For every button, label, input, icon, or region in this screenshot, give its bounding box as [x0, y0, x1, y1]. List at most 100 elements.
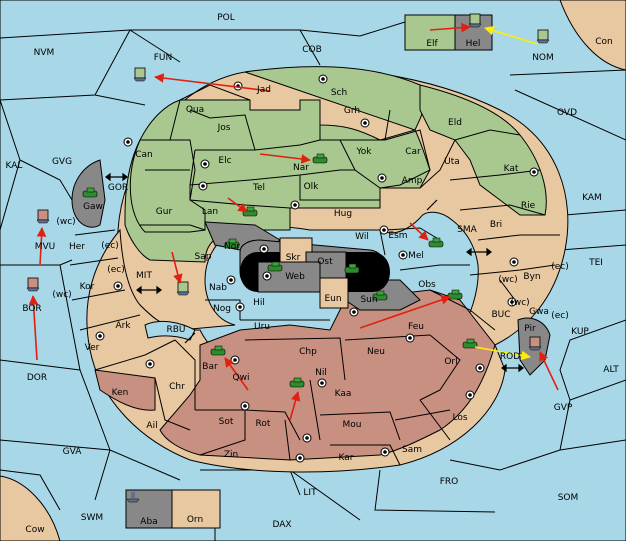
province-label-feu: Feu — [408, 322, 424, 332]
province-label-wil: Wil — [355, 232, 369, 242]
province-label-qua: Qua — [186, 105, 204, 115]
province-label-con: Con — [595, 37, 613, 47]
province-label-bor: BOR — [22, 304, 41, 314]
province-label-aba: Aba — [140, 517, 157, 527]
province-label-eld: Eld — [448, 118, 462, 128]
army-unit — [82, 187, 98, 198]
province-label-amp: Amp — [402, 176, 423, 186]
province-borders — [69, 84, 560, 466]
province-label-mou: Mou — [343, 420, 362, 430]
supply-center-zin — [295, 453, 305, 463]
land-green-core — [129, 139, 206, 233]
supply-center-kaa — [317, 378, 327, 388]
coast-tag-label: (wc) — [52, 290, 71, 300]
province-label-olk: Olk — [304, 182, 320, 192]
province-label-ark: Ark — [115, 321, 131, 331]
sea-label-cob: COB — [302, 45, 322, 55]
supply-center-yok — [377, 173, 387, 183]
province-label-car: Car — [405, 147, 421, 157]
province-label-obs: Obs — [418, 280, 436, 290]
province-label-mel: Mel — [408, 251, 424, 261]
inlet-rbu — [144, 320, 196, 341]
province-label-sch: Sch — [331, 88, 347, 98]
army-unit — [428, 237, 444, 248]
army-unit — [267, 261, 283, 272]
supply-center-nog — [235, 302, 245, 312]
sea-label-kup: KUP — [571, 327, 589, 337]
supply-center-kor — [113, 281, 123, 291]
supply-center-mel — [398, 250, 408, 260]
fleet-unit — [528, 336, 542, 351]
supply-center-sch — [318, 74, 328, 84]
province-label-kat: Kat — [504, 164, 519, 174]
coast-tag-label: (wc) — [56, 217, 75, 227]
coast-tag-label: (ec) — [101, 241, 119, 251]
sea-label-alt: ALT — [603, 365, 619, 375]
sea-label-rod: ROD — [500, 352, 520, 362]
sea-label-kal: KAL — [6, 161, 23, 171]
army-unit — [210, 345, 226, 356]
fleet-unit — [468, 13, 482, 28]
province-label-skr: Skr — [286, 253, 301, 263]
sea-label-buc: BUC — [491, 310, 510, 320]
province-label-chr: Chr — [169, 382, 185, 392]
supply-center-elc — [200, 159, 210, 169]
region-eun[interactable] — [319, 277, 349, 309]
sea-label-gor: GOR — [108, 183, 128, 193]
province-label-nil: Nil — [315, 368, 327, 378]
province-label-bri: Bri — [490, 220, 502, 230]
province-label-kor: Kor — [80, 282, 95, 292]
province-label-grh: Grh — [344, 106, 360, 116]
supply-center-qwi — [230, 355, 240, 365]
province-label-orl: Orl — [444, 357, 457, 367]
coast-tag-label: (ec) — [551, 311, 569, 321]
province-label-elf: Elf — [426, 39, 438, 49]
province-label-ver: Ver — [85, 343, 100, 353]
province-label-bar: Bar — [202, 362, 218, 372]
province-label-sap: Sap — [195, 252, 212, 262]
order-arrows — [28, 22, 559, 421]
sea-label-dor: DOR — [27, 373, 47, 383]
fleet-unit — [176, 281, 190, 296]
province-label-jos: Jos — [217, 123, 231, 133]
sea-label-pol: POL — [217, 13, 235, 23]
island-orn[interactable] — [171, 489, 221, 529]
province-label-qwi: Qwi — [233, 373, 250, 383]
army-unit — [372, 290, 388, 301]
province-label-neu: Neu — [367, 347, 385, 357]
province-label-nar: Nar — [293, 163, 309, 173]
sea-label-fro: FRO — [440, 477, 459, 487]
fleet-unit — [36, 209, 50, 224]
supply-center-kat — [529, 167, 539, 177]
sea-label-fun: FUN — [154, 53, 173, 63]
province-label-mvu: MVU — [35, 242, 56, 252]
sea-label-ovd: OVD — [557, 108, 577, 118]
army-unit — [344, 263, 360, 274]
fleet-unit — [536, 29, 550, 44]
coast-tag-label: (wc) — [498, 275, 517, 285]
sea-label-gvp: GVP — [554, 403, 573, 413]
sea-label-gvg: GVG — [52, 157, 72, 167]
province-label-ken: Ken — [112, 388, 129, 398]
province-label-eun: Eun — [324, 294, 341, 304]
supply-center-kar — [380, 447, 390, 457]
province-label-pir: Pir — [524, 324, 536, 334]
channel-arrows — [105, 172, 524, 373]
sea-label-som: SOM — [558, 493, 579, 503]
province-label-esm: Esm — [388, 231, 407, 241]
province-label-gur: Gur — [156, 207, 173, 217]
units — [26, 13, 550, 503]
province-label-hel: Hel — [466, 39, 481, 49]
land-red-southwest — [94, 369, 156, 411]
province-label-nab: Nab — [209, 283, 227, 293]
province-label-byn: Byn — [523, 272, 540, 282]
province-label-ost: Ost — [317, 257, 333, 267]
province-label-zin: Zin — [224, 450, 238, 460]
province-label-nog: Nog — [213, 304, 231, 314]
army-unit — [224, 238, 240, 249]
province-label-sam: Sam — [402, 445, 422, 455]
province-label-elc: Elc — [218, 156, 231, 166]
coast-tag-label: (ec) — [107, 265, 125, 275]
sea-label-sma: SMA — [457, 225, 477, 235]
